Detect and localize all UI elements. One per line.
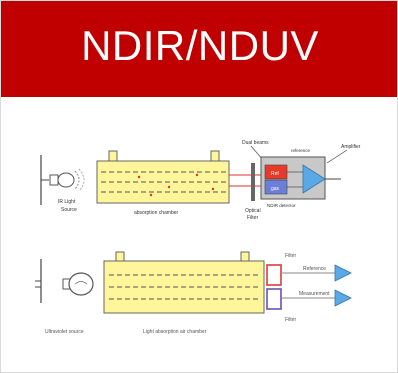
measurement-detector-icon [334,289,352,307]
diagram-svg: IR Light Source absorption chamber [35,140,361,335]
ir-lamp-icon [49,168,85,192]
reference-label: reference [291,148,311,153]
filter-bottom-label: Filter [285,317,296,323]
optical-filter-label-1: Optical [245,208,261,214]
light-absorption-chamber [103,251,265,314]
light-absorption-chamber-label: Light absorption air chamber [143,329,207,335]
amplifier-icon [302,164,326,194]
ir-source-label-1: IR Light [58,199,76,205]
ir-source-label-2: Source [61,207,77,213]
absorption-chamber [96,150,230,204]
ndir-diagram: IR Light Source absorption chamber [40,140,361,221]
reference-detector-icon [334,264,352,282]
filter-top-label: Filter [285,253,296,259]
uv-lamp-icon [62,272,94,296]
uv-source-label: Ultraviolet source [45,329,84,335]
gas-label: gas [271,186,280,192]
filter-top [266,264,282,286]
page-title: NDIR/NDUV [81,22,319,69]
ndir-detector-label: NDIR detector [267,203,296,208]
sensor-diagram: IR Light Source absorption chamber [1,97,397,372]
reference-beam-label: Reference [303,266,326,272]
ref-label: Ref [271,171,279,177]
header-banner: NDIR/NDUV [1,1,397,97]
optical-filter-label-2: Filter [247,215,258,221]
nduv-diagram: Ultraviolet source Light absorption air … [35,251,352,335]
optical-filter [251,163,255,201]
absorption-chamber-label: absorption chamber [134,210,179,216]
measurement-beam-label: Measurement [299,291,330,297]
ndir-detector [260,156,326,200]
amplifier-label: Amplifier [341,144,361,150]
dual-beams-label: Dual beams [242,140,269,146]
filter-bottom [266,288,282,310]
